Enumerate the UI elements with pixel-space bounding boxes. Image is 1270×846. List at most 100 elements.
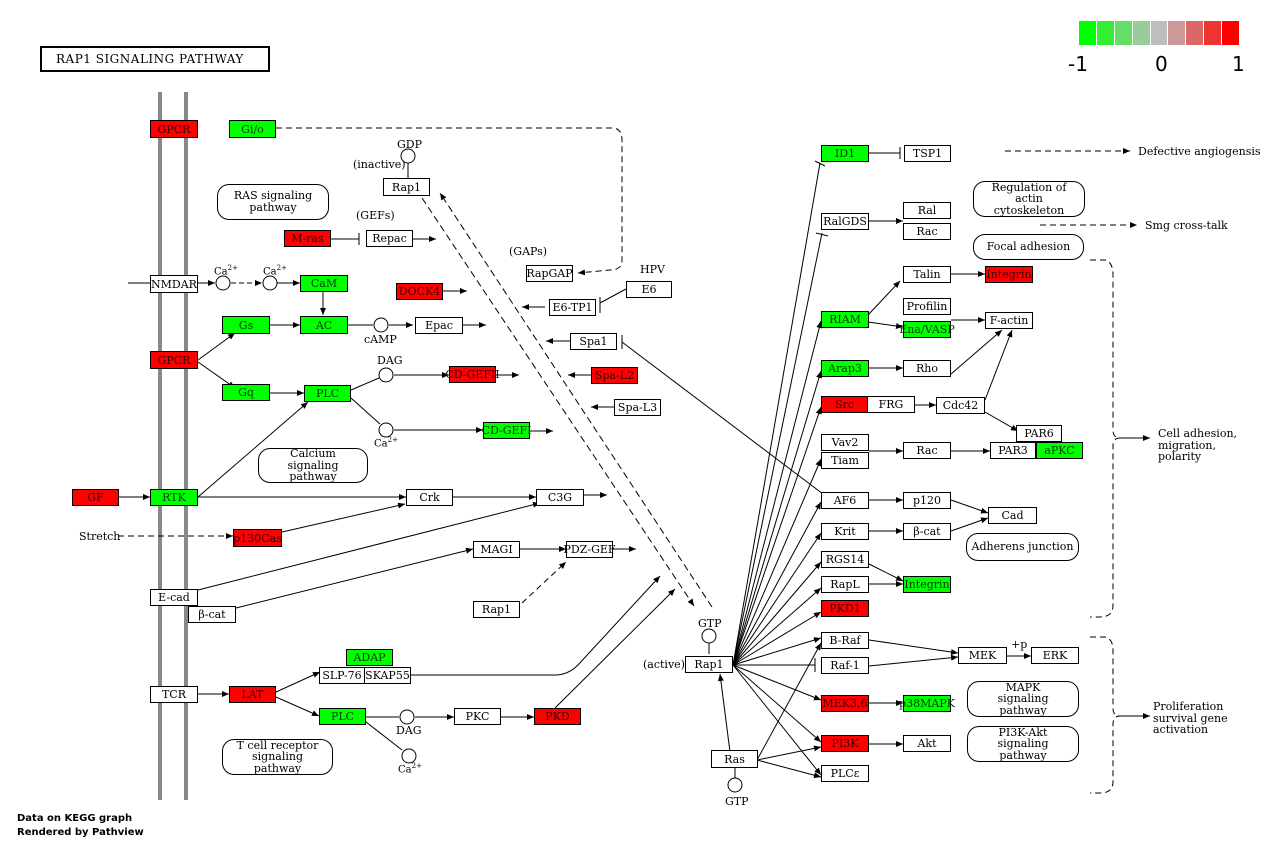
gene-spa1[interactable]: Spa1: [570, 333, 617, 350]
gene-enavasp[interactable]: Ena/VASP: [899, 321, 955, 338]
gene-plce[interactable]: PLCε: [821, 765, 869, 782]
label-gtp-2: GTP: [725, 795, 749, 808]
gene-cdgefii[interactable]: CD-GEFII: [445, 366, 500, 383]
gene-integrin-1[interactable]: Integrin: [985, 266, 1033, 283]
gene-rap1-b[interactable]: Rap1: [685, 656, 733, 673]
gene-rac-2[interactable]: Rac: [903, 442, 951, 459]
gene-pi3k[interactable]: PI3K: [821, 735, 869, 752]
gene-ac[interactable]: AC: [300, 316, 348, 334]
gene-rac-1[interactable]: Rac: [903, 223, 951, 240]
pathway-title: RAP1 SIGNALING PATHWAY: [40, 46, 270, 72]
gene-ecad[interactable]: E-cad: [150, 589, 198, 606]
gene-cdc42[interactable]: Cdc42: [936, 397, 985, 414]
gene-e6tp1[interactable]: E6-TP1: [549, 299, 596, 316]
gene-pdzgef[interactable]: PDZ-GEF: [563, 541, 616, 558]
gene-bcat-2[interactable]: β-cat: [903, 523, 951, 540]
gene-rapl[interactable]: RapL: [821, 576, 869, 593]
gene-rap1-a[interactable]: Rap1: [383, 178, 430, 196]
gene-rap1-c[interactable]: Rap1: [473, 601, 520, 618]
gene-plc-1[interactable]: PLC: [304, 385, 351, 402]
gene-rtk[interactable]: RTK: [150, 489, 198, 506]
gene-mek36[interactable]: MEK3,6: [821, 695, 869, 712]
gene-rgs14[interactable]: RGS14: [821, 551, 869, 568]
gene-crk[interactable]: Crk: [406, 489, 453, 506]
map-adherens-junction[interactable]: Adherens junction: [966, 533, 1079, 561]
gene-arap3[interactable]: Arap3: [821, 360, 869, 377]
map-calcium-signaling[interactable]: Calcium signaling pathway: [258, 448, 368, 483]
gene-cdgefi[interactable]: CD-GEFI: [481, 422, 532, 439]
gene-skap55[interactable]: SKAP55: [364, 667, 411, 684]
gene-tcr[interactable]: TCR: [150, 686, 198, 703]
gene-integrin-2[interactable]: Integrin: [903, 576, 951, 593]
gene-id1[interactable]: ID1: [821, 145, 869, 162]
gene-c3g[interactable]: C3G: [536, 489, 584, 506]
legend-gradient: [1079, 21, 1240, 45]
gene-cam[interactable]: CaM: [300, 275, 348, 292]
label-gaps: (GAPs): [509, 245, 548, 258]
gene-pkd[interactable]: PKD: [534, 708, 581, 725]
label-dag-1: DAG: [377, 354, 403, 367]
map-pi3k-akt[interactable]: PI3K-Akt signaling pathway: [967, 726, 1079, 762]
footer-line-1: Data on KEGG graph: [17, 813, 133, 824]
gene-epac[interactable]: Epac: [415, 317, 463, 334]
gene-krit[interactable]: Krit: [821, 523, 869, 540]
gene-p130cas[interactable]: p130Cas: [233, 529, 282, 547]
gene-ras[interactable]: Ras: [711, 750, 758, 768]
map-ras-signaling[interactable]: RAS signaling pathway: [217, 184, 329, 220]
gene-par6[interactable]: PAR6: [1016, 425, 1062, 442]
gene-p38mapk[interactable]: p38MAPK: [899, 695, 955, 712]
gene-spal2[interactable]: Spa-L2: [591, 367, 638, 384]
label-cell-adhesion: Cell adhesion, migration, polarity: [1158, 427, 1238, 464]
gene-apkc[interactable]: aPKC: [1036, 442, 1083, 459]
gene-magi[interactable]: MAGI: [473, 541, 520, 558]
gene-riam[interactable]: RIAM: [821, 311, 869, 328]
gene-cad[interactable]: Cad: [988, 507, 1037, 524]
gene-gio[interactable]: Gi/o: [229, 120, 276, 138]
gene-gpcr-2[interactable]: GPCR: [150, 351, 198, 369]
gene-tsp1[interactable]: TSP1: [904, 145, 951, 162]
gene-plc-2[interactable]: PLC: [319, 708, 366, 725]
gene-p120[interactable]: p120: [903, 492, 951, 509]
gene-factin[interactable]: F-actin: [985, 312, 1033, 329]
gene-braf[interactable]: B-Raf: [821, 632, 869, 649]
label-defective-angiogenesis: Defective angiogensis: [1138, 145, 1261, 158]
gene-bcat-1[interactable]: β-cat: [188, 606, 236, 623]
gene-af6[interactable]: AF6: [821, 492, 869, 509]
map-focal-adhesion[interactable]: Focal adhesion: [973, 234, 1084, 260]
gene-gq[interactable]: Gq: [222, 384, 270, 401]
gene-gs[interactable]: Gs: [222, 316, 270, 334]
gene-par3[interactable]: PAR3: [990, 442, 1036, 459]
gene-tiam[interactable]: Tiam: [821, 452, 869, 469]
gene-raf1[interactable]: Raf-1: [821, 657, 869, 674]
gene-dock4[interactable]: DOCK4: [396, 283, 443, 300]
gene-mek[interactable]: MEK: [958, 647, 1007, 664]
gene-akt[interactable]: Akt: [903, 735, 951, 752]
gene-nmdar[interactable]: NMDAR: [150, 275, 198, 293]
gene-vav2[interactable]: Vav2: [821, 434, 869, 451]
gene-rho[interactable]: Rho: [903, 360, 951, 377]
gene-slp76[interactable]: SLP-76: [319, 667, 365, 684]
gene-ralgds[interactable]: RalGDS: [821, 213, 869, 230]
gene-lat[interactable]: LAT: [229, 686, 276, 703]
map-tcell-receptor[interactable]: T cell receptor signaling pathway: [222, 739, 333, 775]
map-regulation-actin[interactable]: Regulation of actin cytoskeleton: [973, 181, 1085, 217]
map-mapk-signaling[interactable]: MAPK signaling pathway: [967, 681, 1079, 717]
gene-adap[interactable]: ADAP: [346, 649, 393, 666]
gene-frg[interactable]: FRG: [867, 396, 915, 413]
gene-pkc[interactable]: PKC: [454, 708, 501, 725]
gene-gf[interactable]: GF: [72, 489, 119, 506]
gene-spal3[interactable]: Spa-L3: [614, 399, 661, 416]
gene-profilin[interactable]: Profilin: [903, 298, 951, 315]
gene-ral[interactable]: Ral: [903, 202, 951, 219]
gene-rapgap[interactable]: RapGAP: [526, 265, 573, 282]
gene-talin[interactable]: Talin: [903, 266, 951, 283]
gene-e6[interactable]: E6: [626, 281, 672, 298]
gene-mras[interactable]: M-ras: [284, 230, 331, 247]
gene-src[interactable]: Src: [821, 396, 868, 413]
label-ca-3: Ca2+: [374, 436, 398, 450]
gene-repac[interactable]: Repac: [366, 230, 413, 247]
gene-pkd1[interactable]: PKD1: [821, 600, 869, 617]
gene-gpcr-1[interactable]: GPCR: [150, 120, 198, 138]
gene-erk[interactable]: ERK: [1031, 647, 1079, 664]
